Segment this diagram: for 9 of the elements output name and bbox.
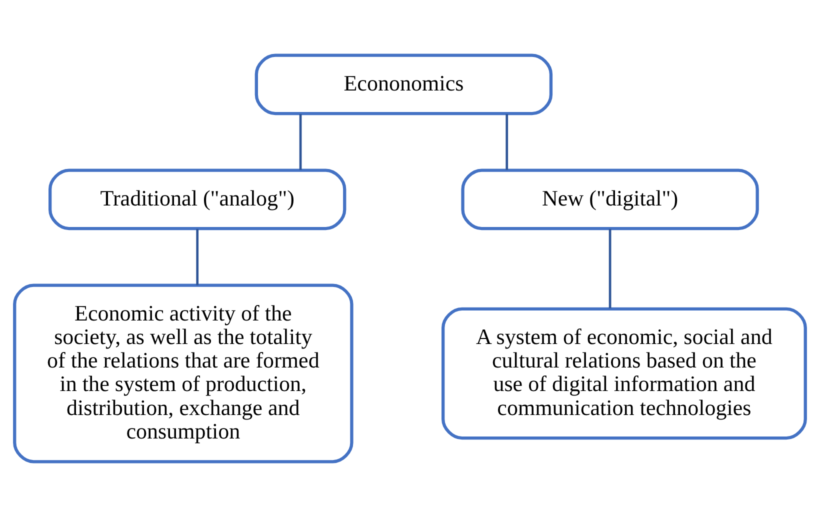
- node-box: New ("digital"): [461, 168, 759, 230]
- node-box: Econonomics: [254, 53, 553, 115]
- connector: [196, 228, 199, 285]
- node-box: Traditional ("analog"): [48, 168, 346, 230]
- connector: [299, 114, 302, 170]
- connector: [608, 228, 612, 308]
- connector: [506, 114, 508, 170]
- node-box: A system of economic, social and cultural relations based on the use of digital information and communication technologies: [442, 306, 807, 440]
- node-box: Economic activity of the society, as well as the totality of the relations that are formed in the system of production, distribution, exchange and consumption: [13, 283, 354, 463]
